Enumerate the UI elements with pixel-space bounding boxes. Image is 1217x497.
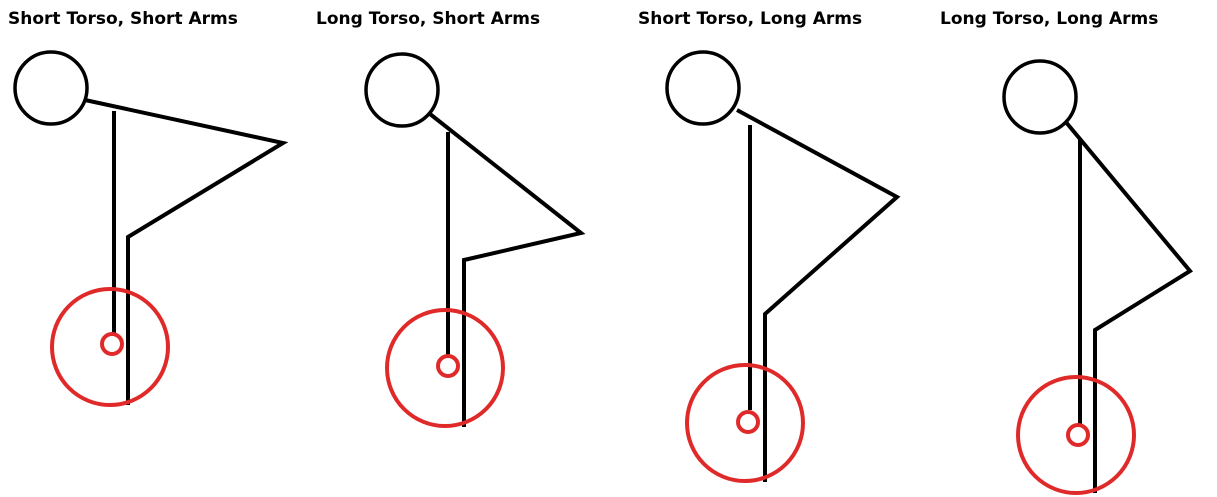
arm-and-shin-line	[1063, 119, 1194, 493]
panel-title-long-torso-long-arms: Long Torso, Long Arms	[940, 9, 1159, 29]
weight-plate-circle	[50, 287, 170, 407]
head-circle	[665, 50, 741, 126]
arm-and-shin-line	[84, 98, 289, 405]
weight-plate-circle	[1016, 375, 1136, 495]
panel-title-long-torso-short-arms: Long Torso, Short Arms	[316, 9, 541, 29]
figure-long-torso-short-arms	[364, 52, 586, 428]
arm-and-shin-line	[736, 108, 901, 482]
barbell-center-circle	[736, 410, 760, 434]
panel-title-short-torso-short-arms: Short Torso, Short Arms	[8, 9, 238, 29]
barbell-center-circle	[1066, 423, 1090, 447]
figure-short-torso-long-arms	[665, 50, 901, 483]
barbell-center-circle	[436, 354, 460, 378]
head-circle	[13, 50, 89, 126]
head-circle	[364, 52, 440, 128]
weight-plate-circle	[685, 363, 805, 483]
figure-long-torso-long-arms	[1002, 59, 1194, 495]
head-circle	[1002, 59, 1078, 135]
panel-title-short-torso-long-arms: Short Torso, Long Arms	[638, 9, 863, 29]
figure-short-torso-short-arms	[13, 50, 289, 407]
weight-plate-circle	[385, 308, 505, 428]
arm-and-shin-line	[428, 112, 586, 427]
barbell-center-circle	[100, 332, 124, 356]
